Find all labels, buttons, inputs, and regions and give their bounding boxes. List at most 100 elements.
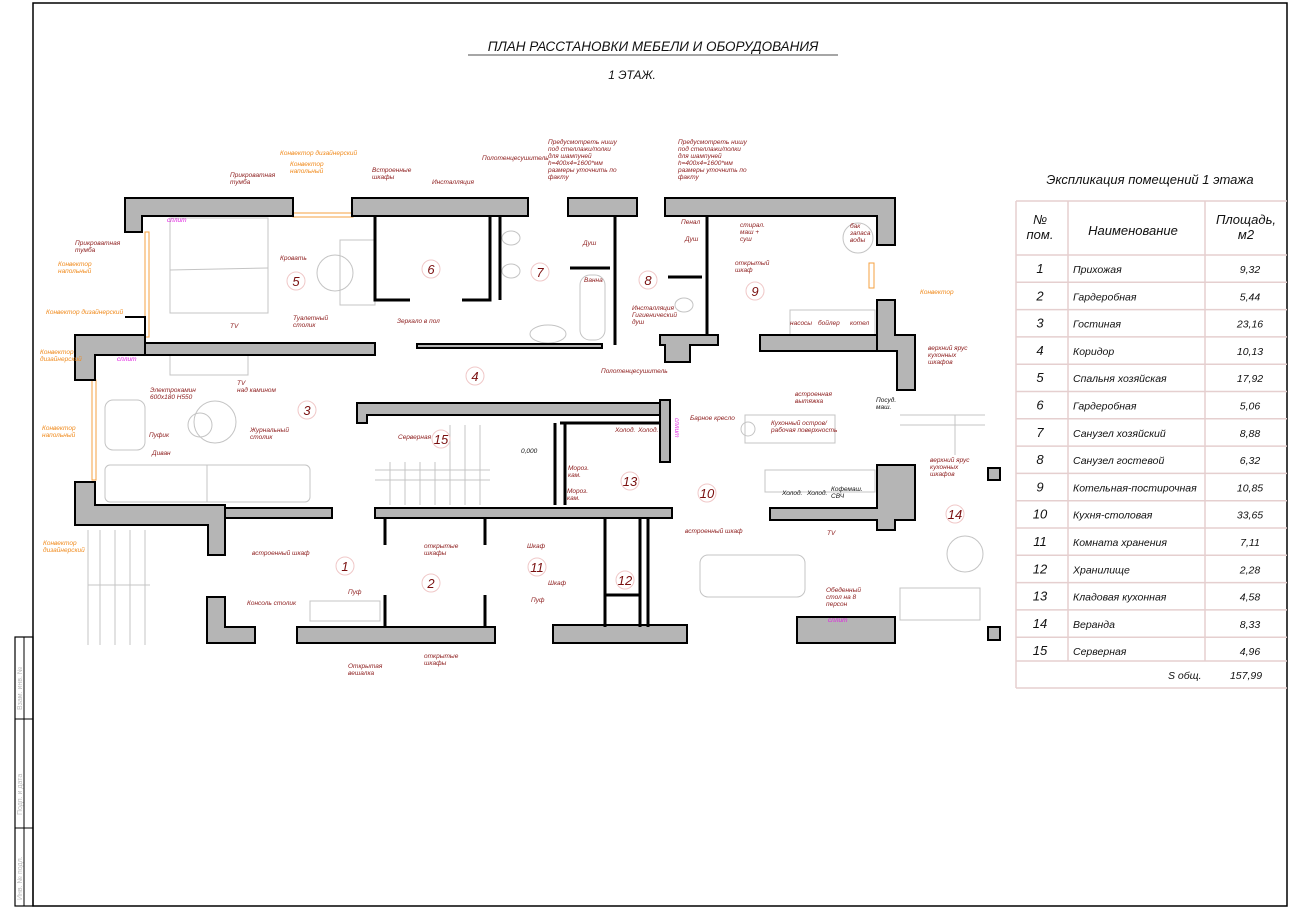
annotation-line: котел	[850, 320, 869, 327]
room-name-cell: Кухня-столовая	[1073, 510, 1153, 522]
room-number-circle	[745, 281, 765, 301]
room-area-cell: 10,85	[1237, 482, 1263, 494]
stamp-label: Инв. № подл.	[17, 856, 24, 900]
annotation-line: Кровать	[280, 255, 307, 262]
total-label: S общ.	[1168, 670, 1202, 682]
annotation-label: Серверная	[398, 434, 432, 441]
room-number-circle	[620, 471, 640, 491]
annotation-line: Полотенцесушитель	[482, 155, 549, 162]
room-name-cell: Спальня хозяйская	[1073, 373, 1167, 385]
room-number-circle	[530, 262, 550, 282]
walls	[74, 197, 1001, 644]
room-num-cell: 1	[1036, 261, 1043, 276]
room-num-cell: 4	[1036, 343, 1043, 358]
annotation-line: Инсталляция	[632, 305, 674, 312]
annotation-line: шкафы	[372, 174, 395, 181]
annotation-line: для шампуней	[678, 152, 722, 160]
annotation-label: сплит	[673, 418, 680, 438]
annotation-line: Конвектор	[43, 540, 77, 547]
room-number: 5	[292, 274, 300, 289]
annotation-label: сплит	[828, 617, 848, 624]
annotation-line: Пуф	[531, 597, 545, 604]
room-area-cell: 17,92	[1237, 373, 1263, 385]
annotation-label: Барное кресло	[690, 415, 735, 422]
annotation-line: напольный	[58, 267, 92, 275]
annotation-line: Пуфик	[149, 432, 170, 439]
fireplace	[169, 354, 249, 376]
annotation-line: душ	[632, 318, 645, 326]
annotation-label: Душ	[684, 236, 699, 243]
annotation-line: для шампуней	[548, 152, 592, 160]
annotation-line: Серверная	[398, 434, 432, 441]
annotation-label: Конвектор дизайнерский	[280, 149, 358, 157]
annotation-line: кухонных	[928, 352, 957, 359]
annotation-line: размеры уточнить по	[677, 167, 747, 174]
room-number-circle	[286, 271, 306, 291]
annotation-label: сплит	[167, 217, 187, 224]
annotation-line: столик	[250, 434, 273, 441]
annotation-line: Конвектор	[42, 425, 76, 432]
annotation-label: Диван	[151, 450, 171, 457]
annotation-line: Холод.	[806, 489, 828, 497]
annotation-line: Открытая	[348, 663, 383, 670]
annotation-label: Холод.	[637, 426, 659, 434]
annotation-line: под стеллажи/полки	[678, 145, 741, 153]
annotation-line: Предусмотреть нишу	[678, 138, 748, 146]
room-number: 6	[427, 262, 435, 277]
annotation-line: Холод.	[637, 426, 659, 434]
annotation-line: столик	[293, 322, 316, 329]
room-name-cell: Гардеробная	[1073, 401, 1137, 413]
room-area-cell: 4,96	[1240, 646, 1261, 658]
room-number: 9	[751, 284, 758, 299]
drawing-title: ПЛАН РАССТАНОВКИ МЕБЕЛИ И ОБОРУДОВАНИЯ	[488, 39, 819, 54]
annotation-line: Душ	[582, 240, 597, 247]
annotation-line: открытые	[424, 543, 459, 550]
annotation-line: маш.	[876, 404, 891, 411]
annotation-line: Электрокамин	[150, 387, 196, 394]
annotation-line: TV	[237, 380, 246, 387]
annotation-line: кам.	[568, 472, 581, 479]
annotation-line: Мороз.	[568, 465, 589, 472]
room-num-cell: 5	[1036, 370, 1044, 385]
annotation-line: напольный	[290, 167, 324, 175]
annotation-line: Диван	[151, 450, 171, 457]
annotation-line: вытяжка	[795, 398, 824, 405]
room-name-cell: Гостиная	[1073, 319, 1121, 331]
annotation-label: Холод.	[614, 426, 636, 434]
room-area-cell: 9,32	[1240, 264, 1261, 276]
annotation-line: Конвектор	[40, 349, 74, 356]
annotation-label: 0,000	[521, 448, 538, 455]
annotation-line: Шкаф	[527, 543, 546, 550]
room-num-cell: 13	[1033, 589, 1048, 604]
annotation-line: Барное кресло	[690, 415, 735, 422]
annotation-label: TV	[827, 530, 836, 537]
annotation-label: Полотенцесушитель	[482, 155, 549, 162]
annotation-line: под стеллажи/полки	[548, 145, 611, 153]
room-number: 3	[303, 403, 311, 418]
annotation-label: встроенный шкаф	[252, 549, 310, 557]
annotation-line: кухонных	[930, 464, 959, 471]
room-area-cell: 8,88	[1240, 428, 1261, 440]
room-number-circle	[465, 366, 485, 386]
annotation-label: TV	[230, 323, 239, 330]
annotation-line: встроенный шкаф	[685, 527, 743, 535]
room-number-circle	[335, 556, 355, 576]
